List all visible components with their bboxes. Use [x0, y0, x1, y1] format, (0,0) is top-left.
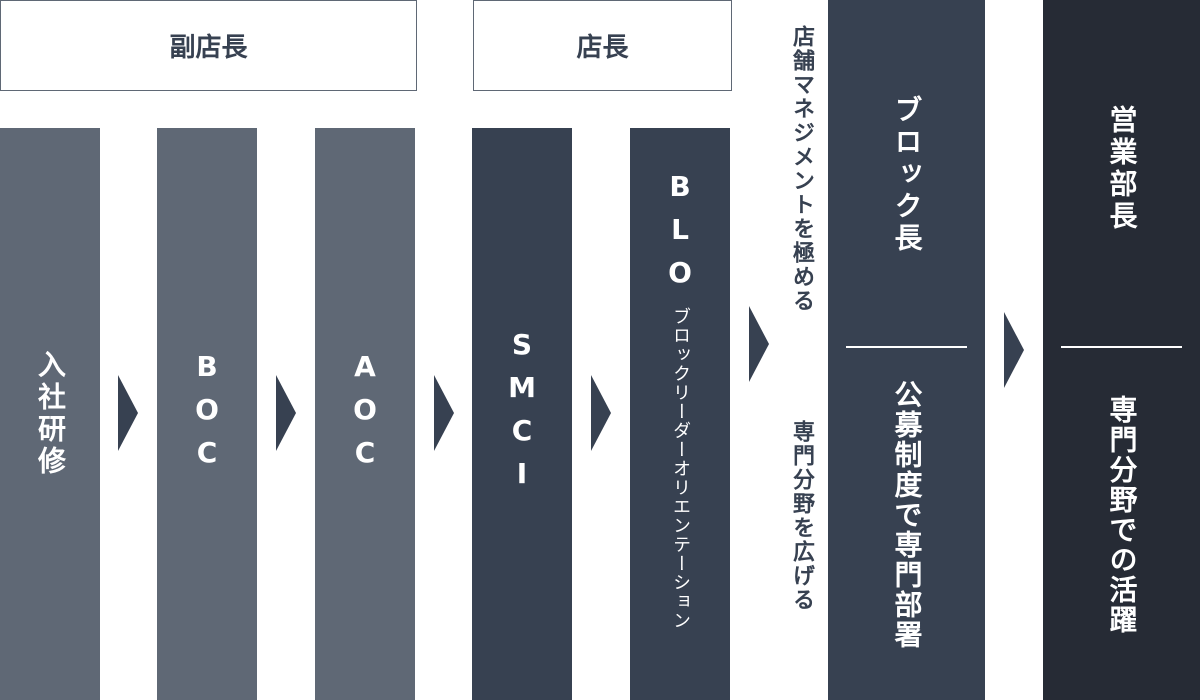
manager-header: 店長: [473, 0, 732, 91]
arrow-right-icon: [749, 306, 769, 382]
stage-sublabel: ブロックリーダーオリエンテーション: [670, 307, 691, 630]
path-expand: 専門分野を広げる: [789, 420, 814, 612]
stage-label: 入社研修: [34, 350, 67, 478]
arrow-right-icon: [1004, 312, 1024, 388]
stage-label: SMCI: [505, 328, 539, 500]
path-mastery: 店舗マネジメントを極める: [789, 25, 814, 313]
stage-label: AOC: [348, 349, 382, 479]
vice-manager-header: 副店長: [0, 0, 417, 91]
arrow-right-icon: [434, 375, 454, 451]
sales-bottom-label: 専門分野での活躍: [1105, 395, 1139, 635]
sales-manager-column: 営業部長 専門分野での活躍: [1043, 0, 1200, 700]
stage-aoc: AOC: [315, 128, 415, 700]
stage-label: BOC: [190, 349, 224, 479]
header-label: 店長: [576, 33, 629, 63]
arrow-right-icon: [591, 375, 611, 451]
stage-label: BLO: [663, 170, 697, 299]
divider: [1061, 346, 1182, 348]
divider: [846, 346, 967, 348]
arrow-right-icon: [276, 375, 296, 451]
block-manager-column: ブロック長 公募制度で専門部署: [828, 0, 985, 700]
header-label: 副店長: [169, 33, 248, 63]
stage-boc: BOC: [157, 128, 257, 700]
block-top-label: ブロック長: [890, 95, 924, 255]
sales-top-label: 営業部長: [1105, 105, 1139, 233]
arrow-right-icon: [118, 375, 138, 451]
block-bottom-label: 公募制度で専門部署: [890, 380, 924, 650]
stage-blo: BLO ブロックリーダーオリエンテーション: [630, 128, 730, 700]
stage-onboarding: 入社研修: [0, 128, 100, 700]
stage-smci: SMCI: [472, 128, 572, 700]
